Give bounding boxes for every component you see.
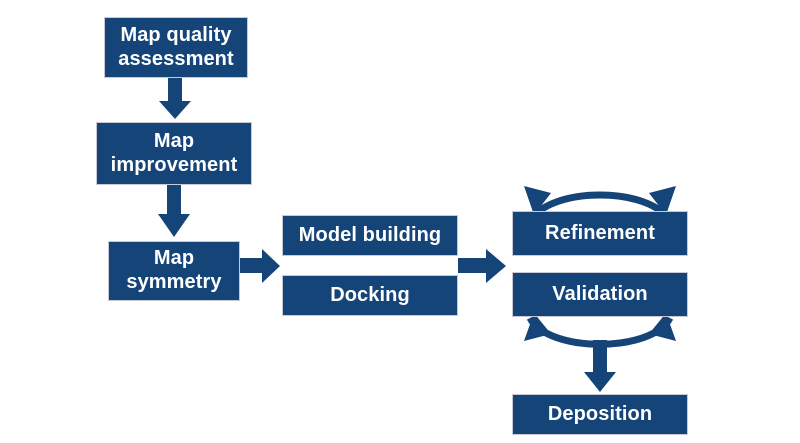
node-refinement[interactable]: Refinement (512, 211, 688, 256)
node-label: Deposition (547, 402, 653, 425)
node-docking[interactable]: Docking (282, 275, 458, 316)
arrow-cycle-to-deposition-icon (584, 340, 616, 392)
arc-refinement-validation-bottom-icon (524, 313, 676, 348)
arrow-building-to-refinement-icon (458, 249, 506, 283)
node-label-line2: assessment (118, 47, 234, 70)
node-label: Docking (330, 283, 410, 306)
node-label-line2: improvement (110, 153, 238, 176)
node-label-line1: Map quality (120, 23, 232, 46)
node-deposition[interactable]: Deposition (512, 394, 688, 435)
node-model-building[interactable]: Model building (282, 215, 458, 256)
arrow-symmetry-to-building-icon (240, 249, 280, 283)
node-label: Refinement (545, 221, 655, 244)
arrow-improvement-to-symmetry-icon (158, 185, 190, 237)
node-label: Model building (298, 223, 442, 246)
node-label-line1: Map (153, 129, 195, 152)
arrow-quality-to-improvement-icon (159, 78, 191, 119)
node-label: Validation (552, 282, 648, 305)
node-label-line1: Map (153, 247, 195, 270)
node-validation[interactable]: Validation (512, 272, 688, 317)
node-label-line2: symmetry (126, 271, 222, 293)
